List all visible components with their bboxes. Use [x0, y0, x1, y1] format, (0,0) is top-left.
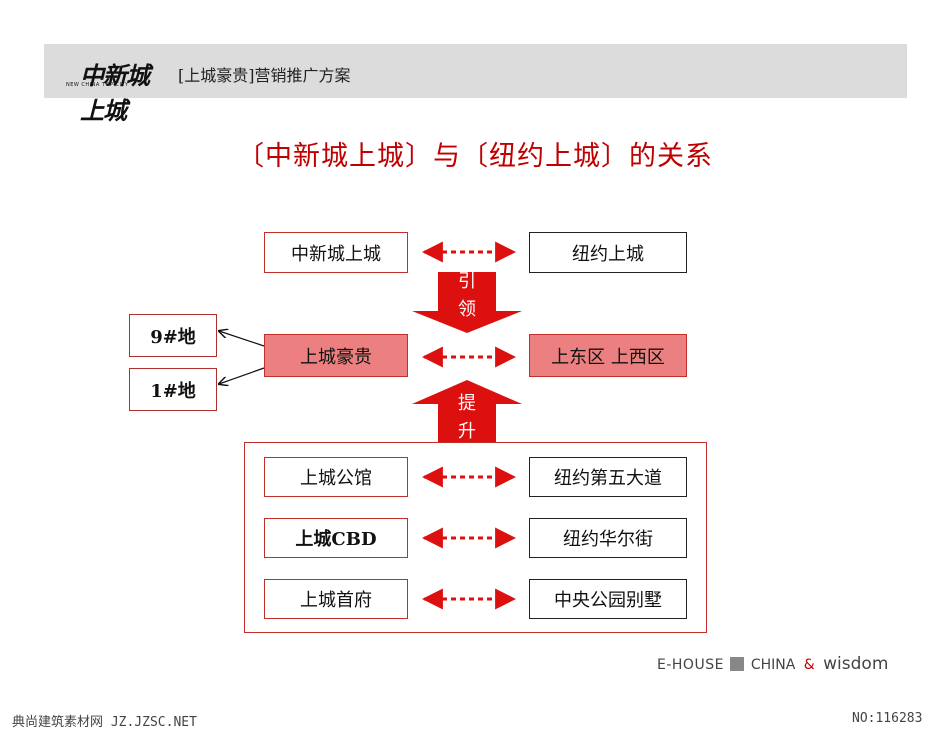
side-box-plot-1: 1#地 — [129, 368, 217, 411]
footer-watermark-left: 典尚建筑素材网 JZ.JZSC.NET — [12, 715, 197, 730]
china-seal-icon — [730, 657, 745, 671]
logo-subtext: NEW CHINA TOP CITY — [66, 82, 129, 88]
pointer-line-upper — [219, 331, 265, 347]
down-arrow-label-char-2: 领 — [458, 299, 476, 320]
node-zhongxin-shangcheng: 中新城上城 — [264, 232, 408, 273]
up-arrow-label-char-2: 升 — [458, 421, 476, 442]
wisdom-logo: wisdom — [823, 654, 889, 674]
node-wall-street: 纽约华尔街 — [529, 518, 687, 558]
brand-logos: E-HOUSE CHINA & wisdom — [657, 654, 888, 674]
node-fifth-avenue: 纽约第五大道 — [529, 457, 687, 497]
ampersand: & — [803, 657, 815, 673]
up-arrow-label: 提 升 — [452, 390, 482, 446]
header-bar — [44, 44, 907, 98]
group-frame — [244, 442, 707, 633]
node-shangcheng-gongguan: 上城公馆 — [264, 457, 408, 497]
side-box-plot-9: 9#地 — [129, 314, 217, 357]
logo: 中新城上城 NEW CHINA TOP CITY — [66, 56, 152, 125]
up-arrow-label-char-1: 提 — [458, 393, 476, 414]
node-east-west-district: 上东区 上西区 — [529, 334, 687, 377]
down-arrow-shape — [412, 272, 522, 333]
node-shangcheng-shoufu: 上城首府 — [264, 579, 408, 619]
node-central-park-villa: 中央公园别墅 — [529, 579, 687, 619]
page-title: 〔中新城上城〕与〔纽约上城〕的关系 — [237, 141, 713, 172]
down-arrow-label: 引 领 — [452, 268, 482, 324]
node-shangcheng-haogui: 上城豪贵 — [264, 334, 408, 377]
footer-watermark-right: NO:116283 — [852, 711, 923, 726]
node-niuyue-shangcheng: 纽约上城 — [529, 232, 687, 273]
ehouse-logo: E-HOUSE — [657, 657, 724, 673]
node-shangcheng-cbd: 上城CBD — [264, 518, 408, 558]
logo-text: 中新城上城 — [80, 61, 150, 125]
china-logo: CHINA — [750, 657, 796, 673]
up-arrow-shape — [412, 380, 522, 443]
pointer-line-lower — [219, 367, 265, 384]
header-title: [上城豪贵]营销推广方案 — [178, 66, 351, 85]
down-arrow-label-char-1: 引 — [458, 271, 476, 292]
